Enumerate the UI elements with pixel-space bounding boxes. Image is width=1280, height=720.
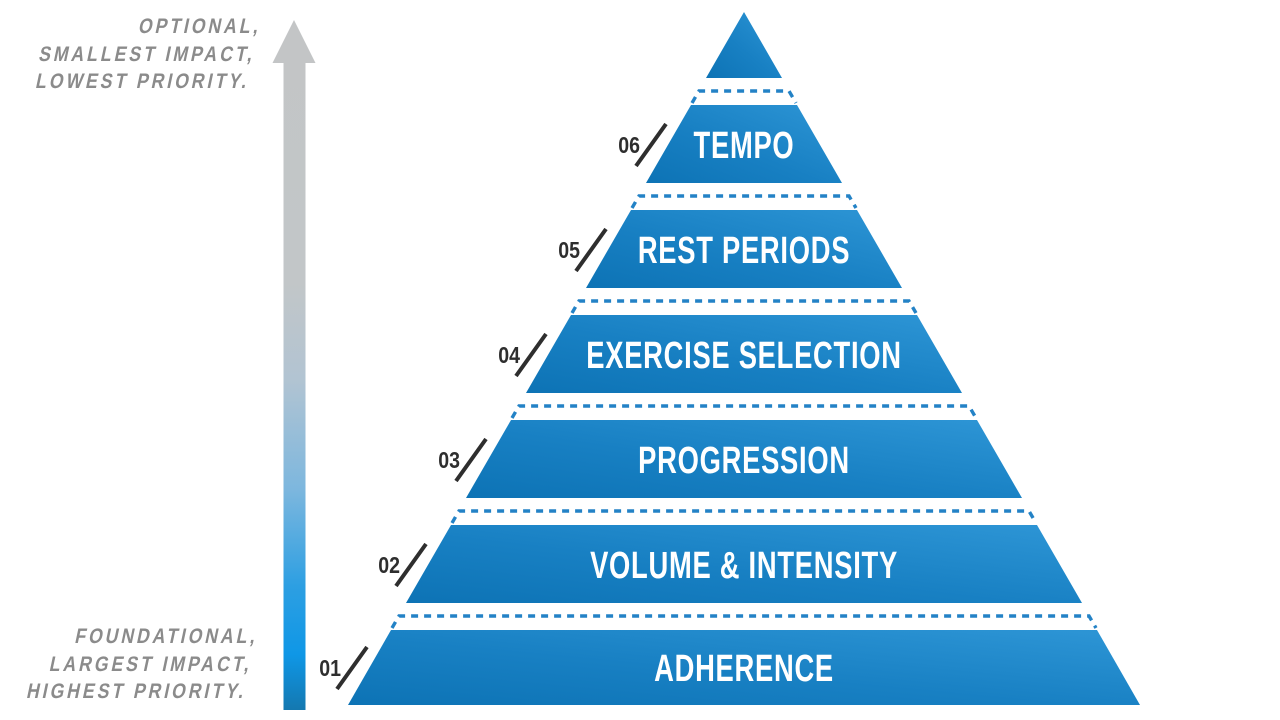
arrow-shaft [283,62,306,710]
level-02-number: 02 [378,553,400,579]
level-06-number: 06 [618,133,640,159]
level-06-band [646,105,842,183]
pyramid-level-05: REST PERIODS 05 [558,210,902,288]
separator-dash-1 [390,614,1098,629]
arrow-head-icon [272,20,316,63]
level-04-slash [514,332,548,378]
level-01-band [348,630,1140,705]
separator-dash-6 [690,89,798,104]
level-03-label: PROGRESSION [638,440,850,482]
level-05-label: REST PERIODS [638,230,850,272]
separator-dash-5 [630,194,858,209]
pyramid-level-02: VOLUME & INTENSITY 02 [378,525,1082,603]
level-02-slash [394,542,428,588]
level-04-number: 04 [498,343,520,369]
level-06-label: TEMPO [694,125,795,167]
level-04-band [526,315,962,393]
separator-dash-3 [510,404,978,419]
separator-dash-2 [450,509,1038,524]
level-01-slash [335,645,369,691]
pyramid-level-03: PROGRESSION 03 [438,420,1022,498]
level-01-label: ADHERENCE [654,648,834,690]
level-02-label: VOLUME & INTENSITY [590,545,898,587]
level-05-band [586,210,902,288]
pyramid-level-01: ADHERENCE 01 [319,630,1140,705]
pyramid-level-06: TEMPO 06 [618,105,842,183]
level-06-slash [634,122,668,168]
pyramid-cap [706,12,782,78]
level-05-number: 05 [558,238,580,264]
pyramid-level-04: EXERCISE SELECTION 04 [498,315,962,393]
separator-dash-4 [570,299,918,314]
level-04-label: EXERCISE SELECTION [586,335,901,377]
level-05-slash [574,227,608,273]
level-03-band [466,420,1022,498]
level-02-band [406,525,1082,603]
level-01-number: 01 [319,656,341,682]
priority-arrow [272,20,316,710]
level-03-number: 03 [438,448,460,474]
level-03-slash [454,437,488,483]
